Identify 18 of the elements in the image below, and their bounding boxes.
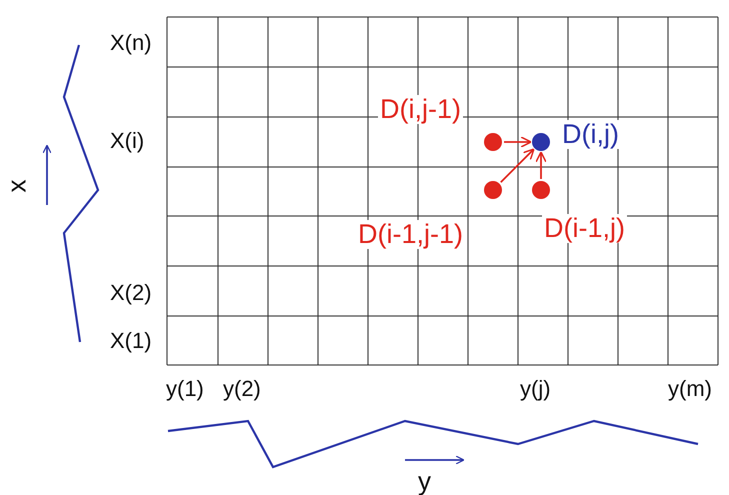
data-point (484, 133, 502, 151)
axis-label: y(2) (223, 378, 261, 400)
axis-label: X(1) (110, 330, 152, 352)
cell-label: D(i,j-1) (378, 95, 463, 124)
arrow (535, 151, 547, 179)
axis-label: y(j) (520, 378, 551, 400)
cell-label: D(i-1,j) (542, 214, 627, 243)
axis-label: X(i) (110, 130, 144, 152)
axis-label: y(1) (166, 378, 204, 400)
axis-label: x (4, 180, 30, 192)
axis-label: X(2) (110, 282, 152, 304)
axis-label: X(n) (110, 32, 152, 54)
arrow (504, 136, 532, 148)
data-point (484, 181, 502, 199)
axis-label: y(m) (668, 378, 712, 400)
arrow (500, 148, 535, 183)
data-point (532, 133, 550, 151)
data-point (532, 181, 550, 199)
